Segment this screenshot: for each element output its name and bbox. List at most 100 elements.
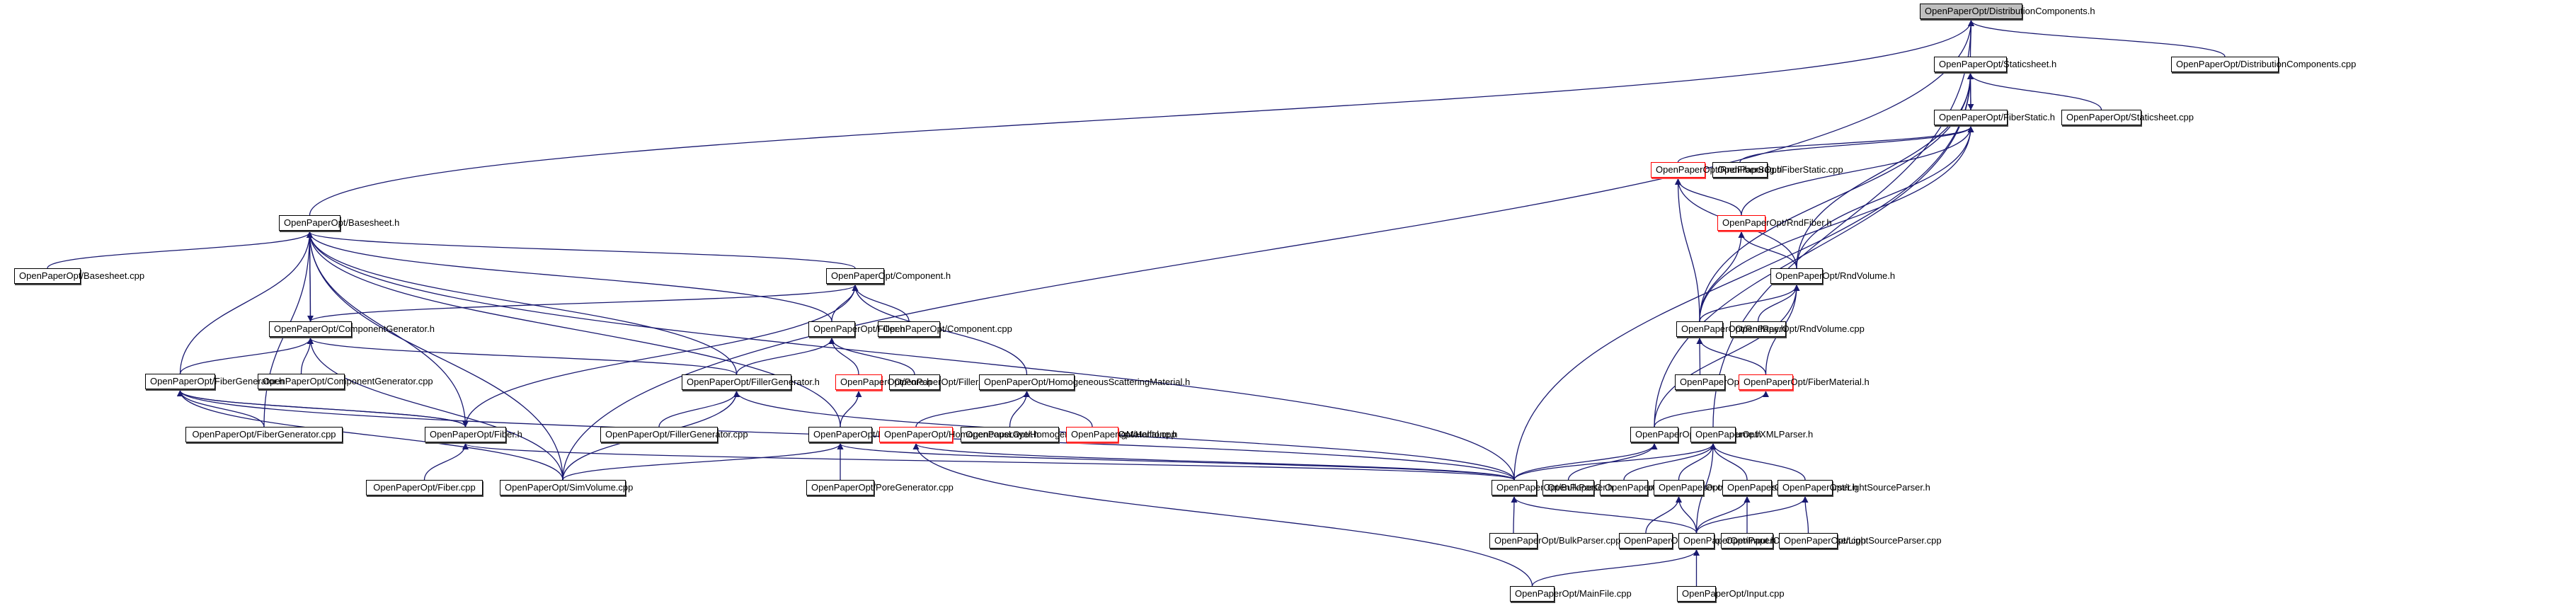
include-edge bbox=[306, 231, 563, 481]
include-edge bbox=[735, 338, 835, 375]
include-edge bbox=[840, 391, 862, 428]
include-edge bbox=[1741, 126, 1974, 216]
include-edge bbox=[1511, 496, 1698, 534]
graph-node-rndray-cpp[interactable]: OpenPaperOpt/RndRay.cpp bbox=[1675, 374, 1794, 390]
include-edge bbox=[837, 443, 1515, 481]
include-edge bbox=[1677, 126, 1974, 163]
include-edge bbox=[733, 391, 1515, 481]
graph-node-mainfile-cpp[interactable]: OpenPaperOpt/MainFile.cpp bbox=[1510, 586, 1632, 602]
include-edge bbox=[1968, 20, 2226, 57]
graph-node-filler-h[interactable]: OpenPaperOpt/Filler.h bbox=[808, 321, 905, 337]
graph-node-bulkparser-h[interactable]: OpenPaperOpt/BulkParser.h bbox=[1492, 480, 1613, 495]
include-edge bbox=[1674, 178, 1700, 322]
graph-node-basesheet-cpp[interactable]: OpenPaperOpt/Basesheet.cpp bbox=[14, 268, 144, 284]
graph-node-rndvolume-cpp[interactable]: OpenPaperOpt/RndVolume.cpp bbox=[1730, 321, 1865, 337]
graph-node-fiberstatic-cpp[interactable]: OpenPaperOpt/FiberStatic.cpp bbox=[1712, 162, 1843, 178]
include-edge bbox=[1674, 178, 1742, 216]
include-edge bbox=[1678, 443, 1717, 481]
graph-node-dist-cpp[interactable]: OpenPaperOpt/DistributionComponents.cpp bbox=[2171, 57, 2356, 72]
graph-node-basesheet-h[interactable]: OpenPaperOpt/Basesheet.h bbox=[279, 215, 399, 231]
graph-node-rndfiberseg-h[interactable]: OpenPaperOpt/RndFiberSeg.h bbox=[1651, 162, 1782, 178]
include-edge bbox=[309, 20, 1974, 216]
include-edge bbox=[47, 231, 313, 269]
include-edge bbox=[1796, 126, 1974, 269]
graph-node-fiber-cpp[interactable]: OpenPaperOpt/Fiber.cpp bbox=[366, 480, 483, 495]
include-edge bbox=[1699, 285, 1800, 322]
include-edge bbox=[464, 285, 859, 428]
include-edge bbox=[1696, 338, 1767, 375]
include-edge bbox=[1531, 549, 1700, 587]
graph-node-lightsourceparser-h[interactable]: OpenPaperOpt/LightSourceParser.h bbox=[1778, 480, 1930, 495]
include-edge bbox=[912, 443, 1533, 587]
include-edge bbox=[1654, 73, 1974, 428]
include-edge bbox=[562, 20, 1974, 481]
include-edge bbox=[1757, 285, 1800, 322]
include-edge bbox=[1645, 496, 1683, 534]
graph-node-dist-h[interactable]: OpenPaperOpt/DistributionComponents.h bbox=[1920, 4, 2095, 19]
graph-node-input-cpp[interactable]: OpenPaperOpt/Input.cpp bbox=[1677, 586, 1785, 602]
include-edge bbox=[423, 443, 469, 481]
graph-node-compgen-cpp[interactable]: OpenPaperOpt/ComponentGenerator.cpp bbox=[258, 374, 433, 389]
graph-node-fibergen-cpp[interactable]: OpenPaperOpt/FiberGenerator.cpp bbox=[185, 427, 343, 442]
include-edge bbox=[1023, 391, 1093, 428]
include-edge bbox=[852, 285, 910, 322]
graph-node-staticvolume-h[interactable]: OpenPaperOpt/StaticVolume.h bbox=[1630, 427, 1761, 442]
include-edge bbox=[307, 338, 563, 481]
graph-node-detectorparser-h[interactable]: OpenPaperOpt/DetectorParser.h bbox=[1654, 480, 1792, 495]
graph-node-surfaceparser-h[interactable]: OpenPaperOpt/SurfaceParser.h bbox=[1722, 480, 1857, 495]
include-edge bbox=[307, 338, 738, 375]
include-edge bbox=[1623, 443, 1717, 481]
include-edge bbox=[1710, 443, 1806, 481]
graph-node-homlayer-h[interactable]: OpenPaperOpt/HomogeneousLayer.h bbox=[879, 427, 1038, 442]
include-edge bbox=[179, 338, 314, 374]
include-edge bbox=[1695, 496, 1809, 534]
graph-node-bulkparser-cpp[interactable]: OpenPaperOpt/BulkParser.cpp bbox=[1489, 533, 1621, 549]
include-edge bbox=[1710, 443, 1748, 481]
graph-node-input-h[interactable]: OpenPaperOpt/Input.h bbox=[1678, 533, 1776, 549]
graph-node-xmlparser-h[interactable]: OpenPaperOpt/XMLParser.h bbox=[1690, 427, 1813, 442]
include-edge bbox=[1699, 126, 1974, 322]
include-edge bbox=[1699, 231, 1745, 322]
graph-node-fillergen-cpp[interactable]: OpenPaperOpt/FillerGenerator.cpp bbox=[600, 427, 748, 442]
graph-node-rndray-h[interactable]: OpenPaperOpt/RndRay.h bbox=[1676, 321, 1786, 337]
graph-node-homscatmat-h[interactable]: OpenPaperOpt/HomogeneousScatteringMateri… bbox=[979, 374, 1190, 390]
include-edge bbox=[177, 390, 563, 481]
graph-node-poregen-cpp[interactable]: OpenPaperOpt/PoreGenerator.cpp bbox=[806, 480, 954, 495]
graph-node-fiberstatic-h[interactable]: OpenPaperOpt/FiberStatic.h bbox=[1934, 110, 2055, 125]
graph-node-fillergen-h[interactable]: OpenPaperOpt/FillerGenerator.h bbox=[682, 374, 820, 390]
graph-node-staticsheet-h[interactable]: OpenPaperOpt/Staticsheet.h bbox=[1934, 57, 2056, 72]
include-edge bbox=[828, 338, 915, 375]
graph-node-fibermaterial-h[interactable]: OpenPaperOpt/FiberMaterial.h bbox=[1739, 374, 1870, 390]
graph-node-staticsheet-cpp[interactable]: OpenPaperOpt/Staticsheet.cpp bbox=[2061, 110, 2194, 125]
include-edge bbox=[307, 231, 856, 269]
include-edge bbox=[1654, 285, 1800, 428]
graph-node-detectorparser-cpp[interactable]: OpenPaperOpt/DetectorParser.cpp bbox=[1619, 533, 1767, 549]
include-edge bbox=[309, 285, 859, 322]
include-edge bbox=[1513, 443, 1658, 481]
graph-node-rndfiber-h[interactable]: OpenPaperOpt/RndFiber.h bbox=[1717, 215, 1832, 231]
include-edge bbox=[1699, 73, 1974, 322]
include-edge bbox=[1511, 496, 1518, 534]
graph-node-filler-cpp[interactable]: OpenPaperOpt/Filler.cpp bbox=[889, 374, 995, 390]
graph-node-component-cpp[interactable]: OpenPaperOpt/Component.cpp bbox=[878, 321, 1012, 337]
graph-node-simvolume-cpp[interactable]: OpenPaperOpt/SimVolume.cpp bbox=[500, 480, 633, 495]
graph-node-compgen-h[interactable]: OpenPaperOpt/ComponentGenerator.h bbox=[269, 321, 435, 337]
graph-node-component-h[interactable]: OpenPaperOpt/Component.h bbox=[826, 268, 951, 284]
graph-node-fibergen-h[interactable]: OpenPaperOpt/FiberGenerator.h bbox=[145, 374, 284, 389]
graph-node-poregen-h[interactable]: OpenPaperOpt/PoreGenerator.h bbox=[808, 427, 946, 442]
include-edge bbox=[1967, 73, 2102, 110]
include-edge bbox=[1695, 496, 1751, 534]
include-edge bbox=[915, 391, 1030, 428]
graph-node-rndvolume-h[interactable]: OpenPaperOpt/RndVolume.h bbox=[1770, 268, 1895, 284]
graph-node-pore-h[interactable]: OpenPaperOpt/Pore.h bbox=[835, 374, 932, 390]
graph-node-lightsourceparser-cpp[interactable]: OpenPaperOpt/LightSourceParser.cpp bbox=[1779, 533, 1942, 549]
graph-node-fiber-h[interactable]: OpenPaperOpt/Fiber.h bbox=[425, 427, 522, 442]
include-edge bbox=[307, 231, 1515, 481]
include-edge bbox=[1695, 443, 1717, 534]
include-edge bbox=[912, 443, 1515, 481]
include-edge bbox=[562, 443, 844, 481]
include-edge bbox=[1796, 73, 1974, 269]
include-edge bbox=[1513, 73, 1974, 481]
graph-node-halftone-h[interactable]: OpenPaperOpt/Halftone.h bbox=[1066, 427, 1177, 442]
